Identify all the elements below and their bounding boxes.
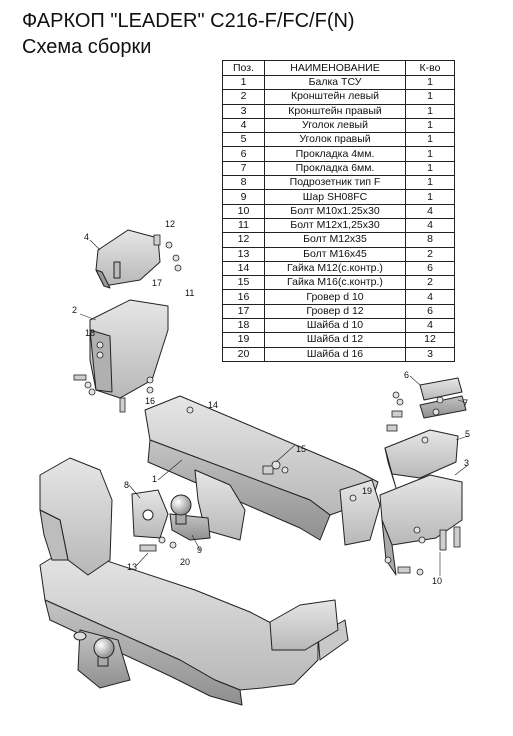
cell-position: 11 — [222, 217, 265, 234]
cell-name: Прокладка 6мм. — [264, 160, 406, 177]
right-corner-and-bracket — [379, 377, 467, 576]
socket-plate-and-ball — [131, 489, 211, 541]
callout-7: 7 — [463, 398, 468, 408]
diagram-title: ФАРКОП "LEADER" C216-F/FC/F(N) — [22, 10, 355, 32]
cell-name: Шайба d 12 — [264, 332, 406, 348]
callout-1: 1 — [152, 474, 157, 484]
diagram-subtitle: Схема сборки — [22, 36, 152, 58]
column-header-name: НАИМЕНОВАНИЕ — [264, 60, 406, 76]
callout-2: 2 — [72, 305, 77, 315]
callout-6: 6 — [404, 370, 409, 380]
cell-name: Уголок правый — [264, 132, 406, 148]
cell-quantity: 1 — [405, 160, 455, 177]
callout-4: 4 — [84, 232, 89, 242]
callout-19: 19 — [362, 486, 372, 496]
cell-name: Уголок левый — [264, 117, 406, 134]
cell-quantity: 1 — [405, 117, 455, 134]
callout-leader-lines — [79, 239, 469, 576]
cell-quantity: 3 — [405, 346, 455, 362]
callout-12: 12 — [165, 219, 175, 229]
callout-18: 18 — [85, 328, 95, 338]
cell-name: Подрозетник тип F — [264, 175, 406, 191]
cell-quantity: 1 — [405, 146, 455, 162]
hitch-ball-mounted — [73, 629, 131, 689]
cell-name: Гровер d 12 — [264, 303, 406, 320]
beam-side-brackets — [39, 457, 381, 651]
cell-quantity: 4 — [405, 203, 455, 219]
callout-labels: 1 2 3 4 5 6 7 8 9 10 11 12 13 14 15 16 1… — [72, 219, 470, 586]
cell-quantity: 1 — [405, 132, 455, 148]
callout-15: 15 — [296, 444, 306, 454]
callout-13: 13 — [127, 562, 137, 572]
left-corner-and-bracket — [89, 229, 169, 399]
cell-quantity: 1 — [405, 175, 455, 191]
callout-20: 20 — [180, 557, 190, 567]
callout-5: 5 — [465, 429, 470, 439]
callout-16: 16 — [145, 396, 155, 406]
callout-8: 8 — [124, 480, 129, 490]
cell-position: 7 — [222, 160, 265, 177]
cell-quantity: 4 — [405, 217, 455, 234]
cell-quantity: 1 — [405, 189, 455, 205]
callout-9: 9 — [197, 545, 202, 555]
cell-quantity: 8 — [405, 232, 455, 248]
fastener-bolts — [73, 234, 461, 574]
fastener-washers-nuts — [84, 241, 444, 576]
cell-name: Болт М12х35 — [264, 232, 406, 248]
cell-name: Шайба d 16 — [264, 346, 406, 362]
cell-position: 8 — [222, 175, 265, 191]
callout-11: 11 — [185, 288, 194, 298]
cell-name: Кронштейн правый — [264, 103, 406, 119]
callout-14: 14 — [208, 400, 218, 410]
callout-17: 17 — [152, 278, 162, 288]
callout-3: 3 — [464, 458, 469, 468]
cell-name: Прокладка 4мм. — [264, 146, 406, 162]
callout-10: 10 — [432, 576, 442, 586]
cell-name: Шар SH08FC — [264, 189, 406, 205]
cell-name: Болт М12х1,25х30 — [264, 217, 406, 234]
